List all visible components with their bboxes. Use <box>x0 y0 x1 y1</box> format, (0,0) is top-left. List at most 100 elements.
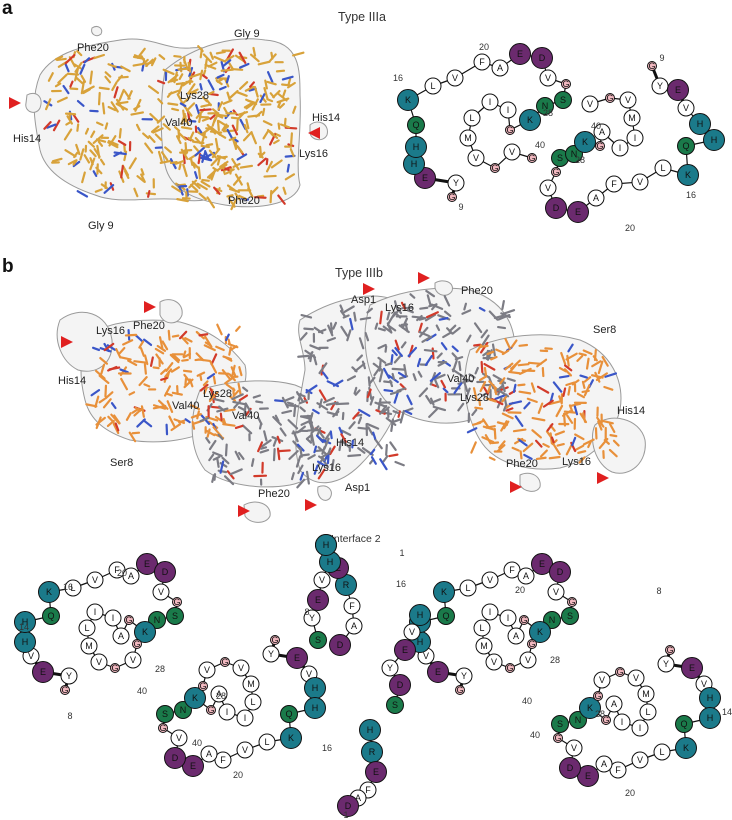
atom-bond <box>194 146 206 157</box>
atom-bond <box>374 438 383 450</box>
atom-bond <box>379 458 388 471</box>
atom-bond <box>266 80 277 86</box>
marker-arrow <box>597 472 609 484</box>
atom-bond <box>234 173 243 186</box>
atom-bond <box>442 331 452 339</box>
atom-bond <box>576 392 586 399</box>
atom-bond <box>173 126 181 132</box>
residue-letter: G <box>596 141 603 151</box>
atom-bond <box>281 83 292 87</box>
atom-bond <box>297 464 304 475</box>
atom-bond <box>323 431 332 442</box>
atom-bond <box>367 426 374 436</box>
atom-bond <box>265 160 273 173</box>
residue-letter: G <box>666 645 673 655</box>
residue-letter: G <box>562 79 569 89</box>
residue-circle <box>519 651 537 669</box>
atom-bond <box>310 422 315 431</box>
residue-letter: R <box>369 747 376 757</box>
atom-bond <box>239 164 254 169</box>
atom-bond <box>165 362 174 372</box>
atom-bond <box>193 145 200 153</box>
residue-number: 8 <box>67 711 72 721</box>
residue-circle <box>519 615 529 625</box>
atom-bond <box>609 434 618 438</box>
atom-bond <box>418 326 429 338</box>
atom-bond <box>601 355 609 367</box>
atom-bond <box>209 51 214 60</box>
residue-number: 40 <box>192 738 202 748</box>
residue-circle <box>122 567 140 585</box>
atom-bond <box>418 330 431 338</box>
atom-bond <box>527 361 542 365</box>
atom-bond <box>246 182 251 192</box>
residue-letter: L <box>264 737 269 747</box>
atom-bond <box>577 450 587 454</box>
atom-bond <box>300 420 311 426</box>
residue-circle <box>507 627 525 645</box>
atom-bond <box>407 346 418 358</box>
atom-bond <box>542 442 550 448</box>
residue-number: 1 <box>399 548 404 558</box>
atom-bond <box>110 101 119 113</box>
residue-letter: L <box>479 623 484 633</box>
atom-bond <box>182 78 192 87</box>
residue-number: 28 <box>575 155 585 165</box>
atom-bond <box>104 122 109 130</box>
atom-bond <box>370 456 377 465</box>
atom-bond <box>438 317 449 321</box>
atom-bond <box>367 376 371 387</box>
atom-bond <box>83 57 91 64</box>
panel-b-sticks <box>85 289 620 489</box>
atom-bond <box>133 105 141 111</box>
residue-letter: E <box>144 559 150 569</box>
atom-bond <box>229 468 243 476</box>
atom-bond <box>389 441 397 451</box>
atom-bond <box>508 370 521 375</box>
residue-circle <box>665 645 675 655</box>
atom-bond <box>216 73 225 79</box>
atom-bond <box>466 334 472 343</box>
residue-circle <box>134 621 156 643</box>
residue-circle <box>262 645 280 663</box>
atom-bond <box>318 455 326 462</box>
atom-bond <box>347 453 362 458</box>
atom-bond <box>428 408 439 418</box>
atom-bond <box>87 140 96 148</box>
residue-circle <box>657 655 675 673</box>
atom-bond <box>187 61 192 73</box>
atom-bond <box>187 83 196 94</box>
atom-bond <box>215 79 223 86</box>
atom-bond <box>108 135 117 147</box>
residue-letter: E <box>689 663 695 673</box>
residue-circle <box>303 609 321 627</box>
atom-bond <box>72 159 78 166</box>
residue-number: 40 <box>530 730 540 740</box>
atom-bond <box>205 436 211 444</box>
atom-bond <box>201 117 211 122</box>
atom-bond <box>221 369 231 380</box>
atom-bond <box>409 293 416 299</box>
atom-bond <box>417 370 423 378</box>
atom-bond <box>321 371 329 380</box>
atom-bond <box>83 154 91 164</box>
residue-letter: V <box>487 575 493 585</box>
atom-bond <box>394 346 404 358</box>
atom-bond <box>356 354 363 362</box>
atom-bond <box>172 354 181 362</box>
atom-bond <box>212 451 223 458</box>
atom-bond <box>211 474 215 483</box>
residue-letter: H <box>312 683 319 693</box>
residue-circle <box>626 129 644 147</box>
marker-arrow <box>418 272 430 284</box>
atom-bond <box>358 408 371 417</box>
residue-circle <box>499 101 517 119</box>
atom-bond <box>273 139 280 145</box>
residue-circle <box>110 663 120 673</box>
residue-letter: V <box>599 675 605 685</box>
atom-bond <box>222 59 232 68</box>
residue-circle <box>60 685 70 695</box>
residue-letter: V <box>130 655 136 665</box>
atom-bond <box>97 140 104 147</box>
